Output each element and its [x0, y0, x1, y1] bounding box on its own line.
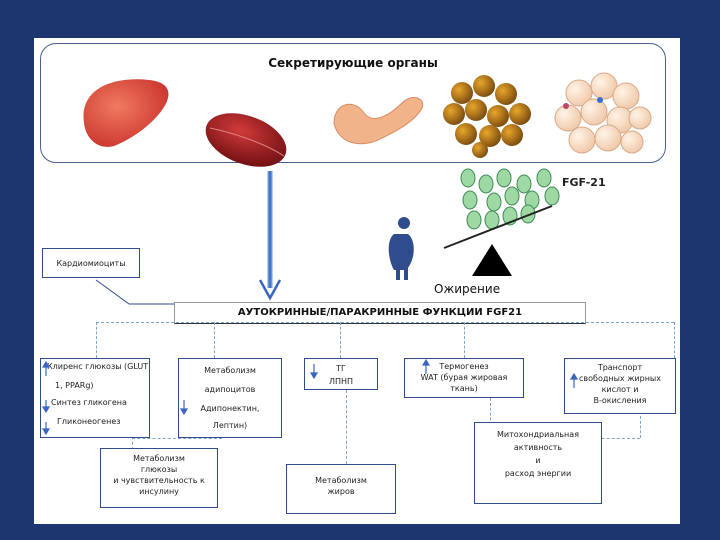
- seesaw-fulcrum: [472, 244, 512, 276]
- glucose-clearance-line1: Клиренс глюкозы (GLUT: [47, 362, 149, 371]
- cardiomyocytes-label: Кардиомиоциты: [56, 259, 126, 268]
- branch-line: [96, 322, 674, 323]
- muscle-icon: [205, 113, 287, 167]
- obesity-label: Ожирение: [434, 282, 501, 296]
- secretion-arrowhead: [258, 279, 282, 301]
- glucose-clearance-box: Клиренс глюкозы (GLUT 1, PPARg) Синтез г…: [40, 358, 150, 438]
- fgf21-label: FGF-21: [562, 176, 606, 189]
- liver-icon: [83, 79, 169, 147]
- fat-metabolism-box: Метаболизм жиров: [286, 464, 396, 514]
- slide: Секретирующие органы: [34, 38, 680, 524]
- glucose-metabolism-box: Метаболизм глюкозы и чувствительность к …: [100, 448, 218, 508]
- mitochondrial-activity-box: Митохондриальная активность и расход эне…: [474, 422, 602, 504]
- brown-fat-icon: [443, 75, 531, 158]
- fatty-acid-transport-box: Транспорт свободных жирных кислот и В-ок…: [564, 358, 676, 414]
- pancreas-icon: [333, 97, 424, 145]
- white-fat-icon: [554, 72, 652, 154]
- autocrine-functions-title: АУТОКРИННЫЕ/ПАРАКРИННЫЕ ФУНКЦИИ FGF21: [237, 307, 523, 318]
- autocrine-functions-box: АУТОКРИННЫЕ/ПАРАКРИННЫЕ ФУНКЦИИ FGF21: [174, 302, 586, 324]
- organs-illustrations: [83, 72, 652, 305]
- direction-arrows: [41, 358, 579, 436]
- cardiomyocytes-box: Кардиомиоциты: [42, 248, 140, 278]
- organs-title: Секретирующие органы: [268, 56, 438, 70]
- seesaw-beam: [443, 205, 553, 249]
- cardio-connector: [95, 279, 130, 305]
- obese-person-icon: [388, 217, 414, 280]
- adipocyte-metabolism-box: Метаболизм адипоцитов Адипонектин, Лепти…: [178, 358, 282, 438]
